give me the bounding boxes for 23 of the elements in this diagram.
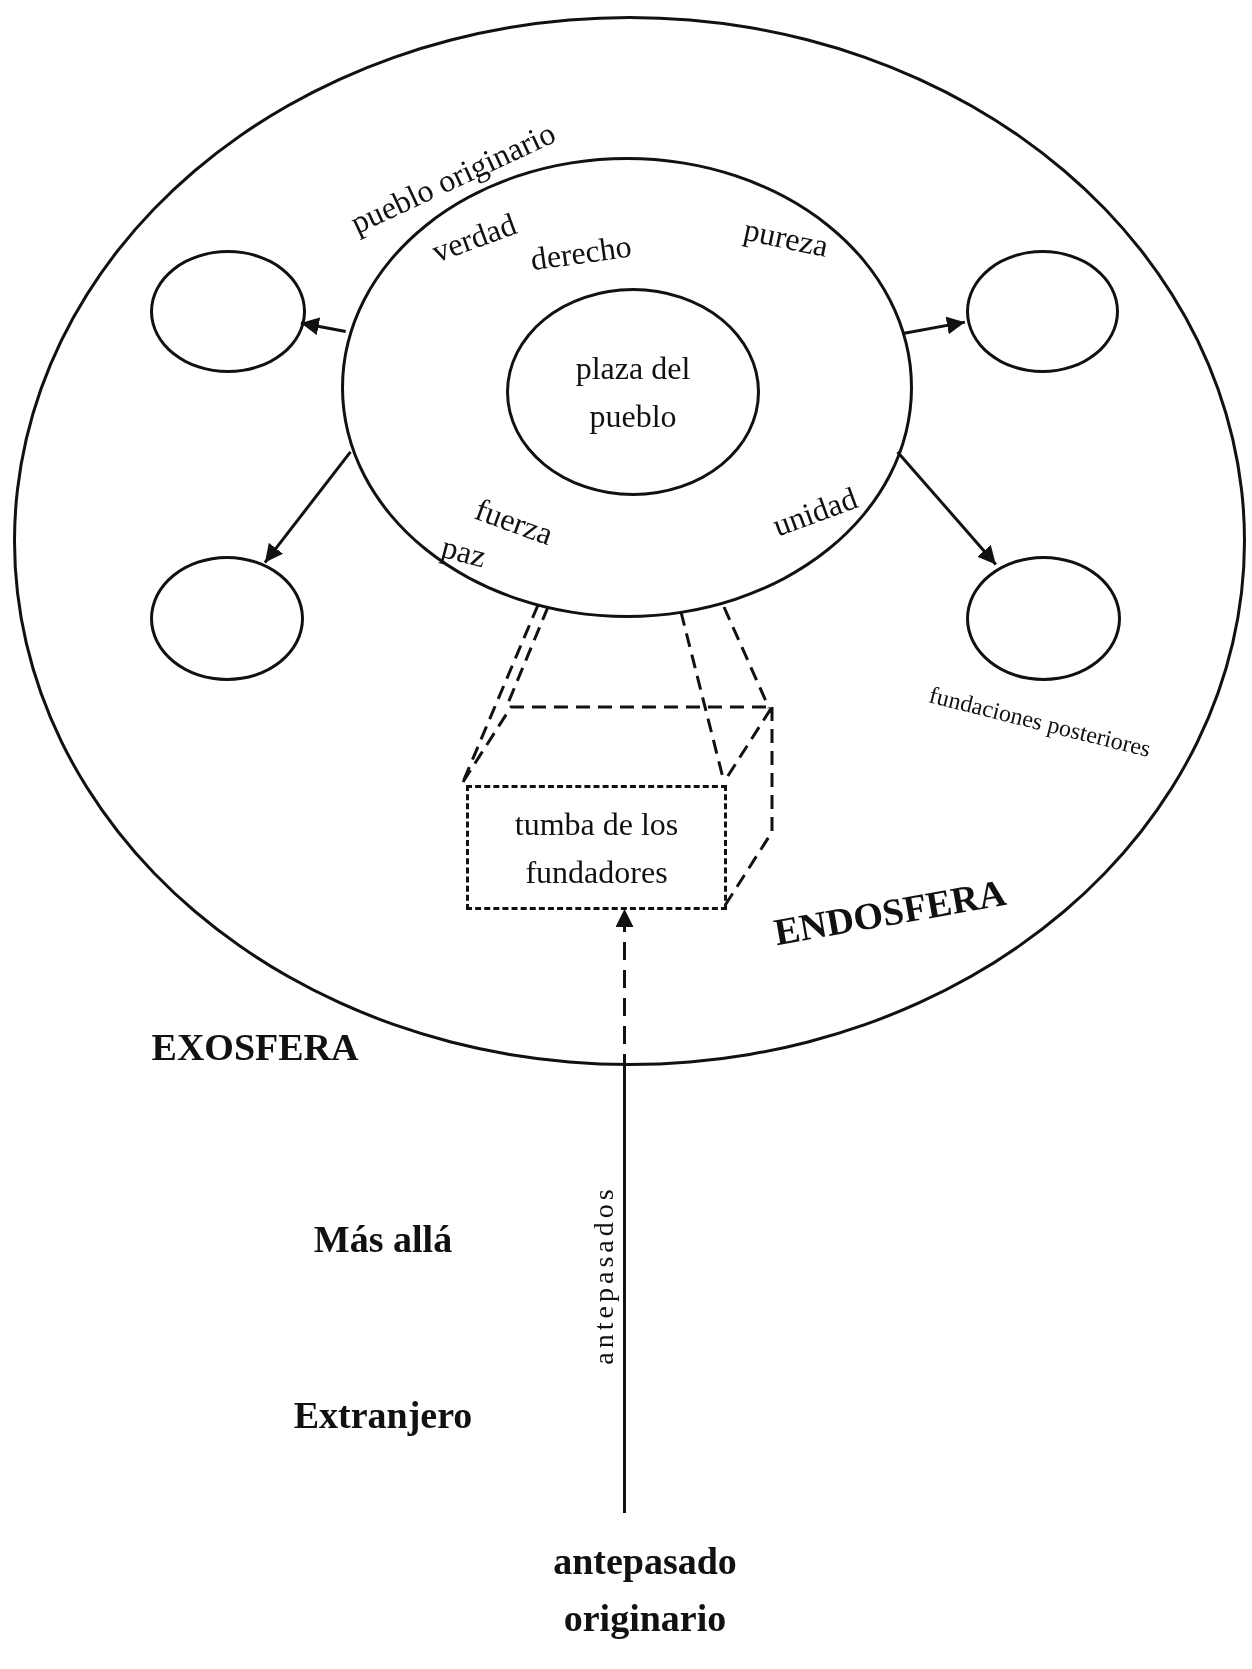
oval — [966, 250, 1119, 373]
oval-label: derecho — [528, 228, 634, 278]
oval — [966, 556, 1121, 681]
oval-label: ENDOSFERA — [770, 872, 1010, 954]
oval-label: pureza — [740, 211, 832, 265]
region-label: Más allá — [313, 1219, 453, 1261]
oval — [150, 250, 306, 373]
tomb-box — [466, 785, 727, 910]
arrow — [615, 909, 634, 1513]
oval — [150, 556, 304, 681]
node-label: plaza del pueblo — [574, 349, 692, 436]
arrow — [896, 450, 997, 566]
oval — [506, 288, 760, 496]
arrow — [902, 316, 966, 335]
arrow — [263, 450, 352, 564]
region-label: EXOSFERA — [151, 1027, 359, 1069]
region-label: Extranjero — [293, 1395, 473, 1437]
ancestor-label: antepasado originario — [552, 1539, 738, 1641]
oval — [13, 16, 1246, 1066]
edge-label: antepasados — [588, 1185, 620, 1365]
oval-label: unidad — [768, 480, 862, 544]
node-label: tumba de los fundadores — [513, 804, 680, 892]
oval-label: verdad — [427, 206, 521, 270]
